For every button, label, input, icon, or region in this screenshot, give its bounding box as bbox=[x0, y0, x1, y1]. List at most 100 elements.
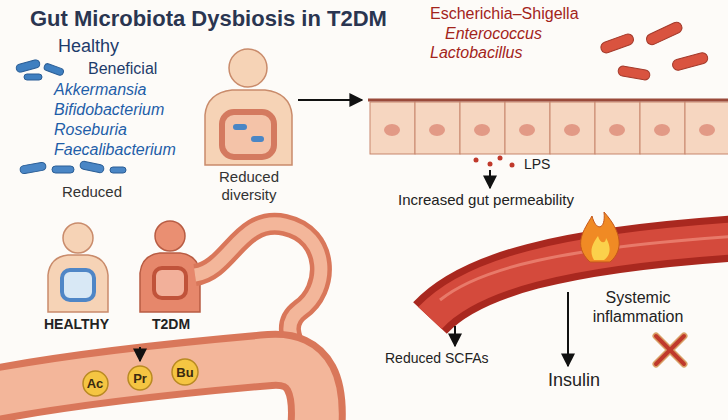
cell bbox=[640, 102, 685, 154]
label: LPS bbox=[524, 156, 550, 173]
arrow bbox=[489, 170, 491, 188]
cell bbox=[550, 102, 595, 154]
label: Faecalibacterium bbox=[54, 140, 176, 159]
node-text: Ac bbox=[87, 377, 104, 390]
cell bbox=[415, 102, 460, 154]
label: HEALTHY bbox=[44, 316, 109, 333]
nucleus bbox=[474, 124, 490, 136]
bacterium bbox=[110, 167, 126, 173]
cross-back bbox=[656, 336, 684, 364]
bacterium bbox=[233, 124, 247, 130]
epithelium bbox=[368, 100, 728, 154]
bacterium bbox=[43, 63, 64, 76]
bacterium bbox=[79, 161, 104, 174]
bacterium bbox=[617, 65, 650, 80]
label: Akkermansia bbox=[54, 80, 146, 99]
bacterium bbox=[671, 52, 709, 72]
intestine bbox=[62, 270, 94, 300]
cross bbox=[656, 336, 684, 364]
label: Escherichia–Shigella bbox=[430, 4, 579, 23]
bacterium bbox=[20, 162, 47, 174]
scfa-circle: Ac bbox=[82, 370, 109, 397]
brush-border bbox=[368, 99, 728, 102]
t2dm-figure bbox=[140, 221, 200, 312]
dot bbox=[488, 162, 493, 167]
bacterium bbox=[645, 20, 684, 46]
blood-vessel bbox=[430, 236, 728, 318]
cross-mark bbox=[656, 336, 684, 364]
intestine-tube bbox=[0, 224, 321, 420]
colon-outer bbox=[0, 360, 317, 420]
arrow bbox=[454, 326, 456, 346]
cell bbox=[460, 102, 505, 154]
label: Roseburia bbox=[54, 120, 127, 139]
label: Enterococcus bbox=[445, 24, 542, 43]
head bbox=[229, 49, 267, 87]
label: Insulin bbox=[548, 370, 600, 392]
vessel-inner bbox=[430, 238, 728, 318]
circle-shape bbox=[128, 366, 152, 390]
label: T2DM bbox=[152, 316, 190, 333]
bacterium bbox=[15, 59, 40, 73]
colon-inner bbox=[0, 360, 317, 420]
cell bbox=[370, 102, 415, 154]
colon bbox=[222, 112, 274, 157]
arrow bbox=[139, 347, 141, 361]
cross bbox=[656, 336, 684, 364]
nucleus bbox=[564, 124, 580, 136]
nucleus bbox=[609, 124, 625, 136]
nucleus bbox=[429, 124, 445, 136]
bacterium bbox=[599, 32, 635, 54]
nucleus bbox=[519, 124, 535, 136]
arrow bbox=[567, 292, 569, 366]
label: Beneficial bbox=[88, 59, 157, 78]
label: Increased gut permeability bbox=[398, 191, 574, 209]
node-text: Pr bbox=[133, 372, 147, 385]
label: Bifidobacterium bbox=[54, 100, 164, 119]
beneficial-bacteria bbox=[15, 59, 64, 80]
arrow bbox=[298, 99, 362, 101]
bacterium bbox=[251, 136, 264, 142]
torso bbox=[140, 253, 200, 312]
label: Reduced bbox=[62, 183, 122, 201]
human-figure bbox=[205, 49, 292, 165]
title: Gut Microbiota Dysbiosis in T2DM bbox=[30, 6, 387, 32]
nucleus bbox=[699, 124, 715, 136]
lps-dots bbox=[474, 156, 515, 168]
label: Reduced diversity bbox=[203, 168, 295, 204]
vessel-outer bbox=[430, 238, 728, 318]
label: Lactobacillus bbox=[430, 43, 523, 62]
head bbox=[63, 223, 93, 253]
torso bbox=[48, 255, 108, 312]
dot bbox=[474, 158, 479, 163]
nuclei bbox=[384, 124, 715, 136]
flame-inner bbox=[591, 236, 609, 260]
bacterium bbox=[52, 166, 74, 173]
intestine bbox=[154, 268, 186, 298]
bacterium bbox=[24, 74, 42, 80]
label: Systemic inflammation bbox=[578, 288, 698, 326]
label: Healthy bbox=[58, 36, 119, 58]
cell bbox=[595, 102, 640, 154]
healthy-figure bbox=[48, 223, 108, 312]
flame bbox=[581, 212, 620, 262]
head bbox=[155, 221, 185, 251]
cell bbox=[685, 102, 728, 154]
cross-back bbox=[656, 336, 684, 364]
scfa-circle: Pr bbox=[127, 365, 153, 391]
dot bbox=[510, 163, 515, 168]
node-text: Bu bbox=[176, 366, 193, 379]
nucleus bbox=[654, 124, 670, 136]
nucleus bbox=[384, 124, 400, 136]
circle-shape bbox=[83, 371, 108, 396]
reduced-bacteria bbox=[20, 161, 126, 175]
flame-outer bbox=[581, 212, 620, 262]
scfa-circle: Bu bbox=[171, 358, 199, 386]
dot bbox=[498, 156, 503, 161]
torso bbox=[205, 90, 292, 165]
cell bbox=[505, 102, 550, 154]
harmful-bacteria bbox=[599, 20, 709, 80]
circle-shape bbox=[172, 359, 198, 385]
label: Reduced SCFAs bbox=[385, 350, 489, 367]
